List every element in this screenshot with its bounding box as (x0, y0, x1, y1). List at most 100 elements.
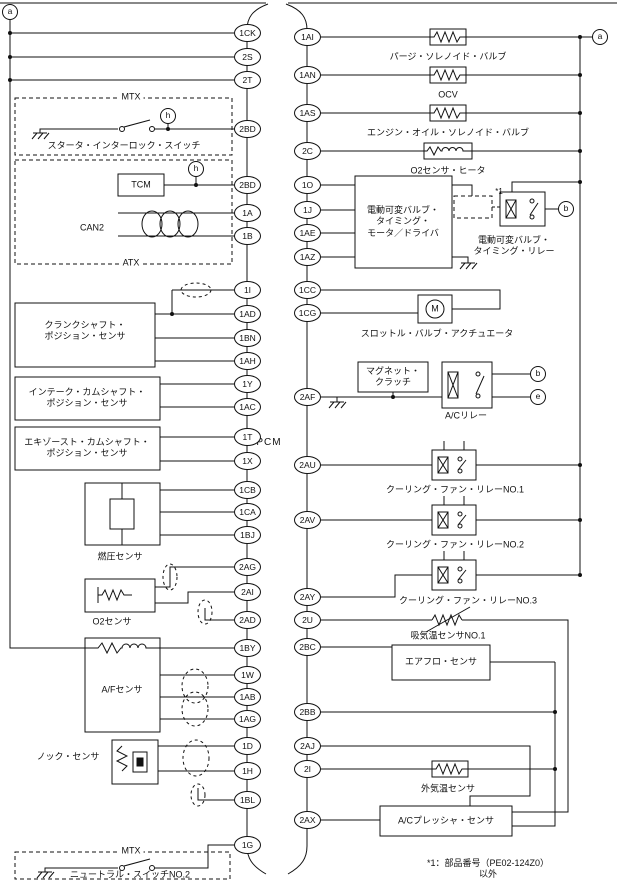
label-ocv: OCV (438, 89, 458, 100)
connector-a-left: a (2, 4, 18, 20)
ground-icon (31, 132, 50, 140)
pcm-terminal-1an: 1AN (294, 66, 321, 84)
coil-icon (430, 68, 466, 82)
pcm-terminal-1ca: 1CA (234, 503, 261, 521)
pcm-terminal-1bj: 1BJ (234, 526, 261, 544)
ambient-temp-sensor (320, 745, 555, 806)
label-exhaust-cam-sensor: エキゾースト・カムシャフト・ ポジション・センサ (24, 436, 150, 458)
pcm-terminal-1g: 1G (234, 836, 261, 854)
label-o2-heater: O2センサ・ヒータ (410, 165, 486, 176)
pcm-terminal-1j: 1J (294, 201, 321, 219)
label-tcm: TCM (131, 179, 151, 190)
purge-solenoid (320, 28, 580, 46)
label-engine-oil-solenoid: エンジン・オイル・ソレノイド・バルブ (366, 127, 530, 138)
pcm-terminal-1ac: 1AC (234, 398, 261, 416)
thermistor-icon (431, 613, 463, 627)
pcm-terminal-2ay: 2AY (294, 588, 321, 606)
label-mtx-bottom: MTX (118, 845, 144, 857)
motor-icon (425, 299, 445, 319)
engine-oil-solenoid (320, 104, 580, 122)
label-knock-sensor: ノック・センサ (36, 751, 100, 762)
pcm-terminal-1ad: 1AD (234, 305, 261, 323)
label-can2: CAN2 (79, 222, 105, 233)
coil-icon (430, 30, 466, 44)
label-ac-pressure-sensor: A/Cプレッシャ・センサ (397, 815, 495, 826)
pcm-terminal-2ai: 2AI (234, 583, 261, 601)
label-purge-solenoid: パージ・ソレノイド・バルブ (389, 51, 507, 62)
resistor-icon (115, 745, 129, 772)
relay-icon (431, 449, 477, 481)
label-mtx-top: MTX (118, 91, 144, 103)
ocv-valve (320, 66, 580, 84)
label-starter-interlock-switch: スタータ・インターロック・スイッチ (47, 140, 201, 151)
label-airflow-sensor: エアフロ・センサ (404, 656, 478, 667)
pcm-terminal-2c: 2C (294, 142, 321, 160)
o2-heater (320, 142, 580, 160)
label-vvt-driver: 電動可変バルブ・ タイミング・ モータ／ドライバ (366, 205, 440, 238)
tcm-can2 (14, 159, 234, 265)
shield-icon (197, 599, 213, 625)
pcm-terminal-2ax: 2AX (294, 811, 321, 829)
label-ac-relay: A/Cリレー (444, 410, 488, 421)
pcm-terminal-2av: 2AV (294, 511, 321, 529)
pcm-terminal-1w: 1W (234, 666, 261, 684)
pcm-terminal-1y: 1Y (234, 375, 261, 393)
relay-icon (431, 504, 477, 536)
shield-icon (181, 668, 209, 704)
coil-icon (432, 762, 468, 776)
label-fuel-pressure-sensor: 燃圧センサ (97, 551, 143, 562)
connector-h-starter: h (160, 108, 176, 124)
pcm-terminal-1ah: 1AH (234, 352, 261, 370)
label-motor-m: M (431, 303, 439, 314)
left-rail (9, 19, 234, 649)
fan-relay-2 (320, 496, 580, 536)
label-neutral-switch: ニュートラル・スイッチNO.2 (69, 869, 191, 880)
ground-icon (328, 401, 347, 409)
connector-h-tcm: h (188, 161, 204, 177)
pcm-terminal-1by: 1BY (234, 639, 261, 657)
airflow-sensor-box (320, 644, 556, 827)
pcm-terminal-1ae: 1AE (294, 224, 321, 242)
label-intake-air-temp: 吸気温センサNO.1 (410, 630, 486, 641)
pcm-terminal-2s: 2S (234, 48, 261, 66)
coil-icon (430, 106, 466, 120)
pcm-terminal-1cc: 1CC (294, 281, 321, 299)
connector-b-vvt-relay: b (558, 201, 574, 217)
pcm-terminal-1ck: 1CK (234, 24, 261, 42)
pcm-terminal-2ad: 2AD (234, 611, 261, 629)
af-sensor-box (84, 637, 234, 733)
label-vvt-relay: 電動可変バルブ・ タイミング・リレー (473, 234, 555, 256)
ac-pressure-sensor-box (320, 805, 513, 837)
label-throttle-actuator: スロットル・バルブ・アクチュエータ (360, 328, 514, 339)
label-crank-sensor: クランクシャフト・ ポジション・センサ (44, 319, 126, 341)
relay-icon (431, 559, 477, 591)
pcm-terminal-1ai: 1AI (294, 28, 321, 46)
pcm-terminal-2i: 2I (294, 760, 321, 778)
pcm-terminal-1o: 1O (294, 176, 321, 194)
pcm-terminal-1t: 1T (234, 428, 261, 446)
pcm-terminal-2au: 2AU (294, 456, 321, 474)
relay-icon (499, 191, 546, 227)
label-af-sensor: A/Fセンサ (101, 684, 143, 695)
pcm-terminal-1bl: 1BL (234, 791, 261, 809)
shield-icon (190, 783, 206, 807)
pcm-terminal-1cg: 1CG (294, 304, 321, 322)
label-note-mark: *1 (495, 187, 503, 196)
shield-icon (162, 563, 178, 591)
fan-relay-3 (320, 551, 580, 598)
vvt-driver (320, 175, 580, 270)
pcm-terminal-1a: 1A (234, 204, 261, 222)
ground-icon (36, 871, 55, 879)
shield-icon (181, 691, 209, 727)
pcm-terminal-1cb: 1CB (234, 481, 261, 499)
connector-b-ac-relay: b (530, 366, 546, 382)
footnote: *1：部品番号（PE02-124Z0）以外 (426, 857, 550, 879)
twisted-pair-icon (141, 210, 199, 238)
junction-dots (8, 31, 582, 771)
pcm-terminal-1ab: 1AB (234, 688, 261, 706)
connector-a-right: a (592, 29, 608, 45)
label-magnet-clutch: マグネット・ クラッチ (365, 365, 421, 387)
pcm-terminal-1i: 1I (234, 281, 261, 299)
